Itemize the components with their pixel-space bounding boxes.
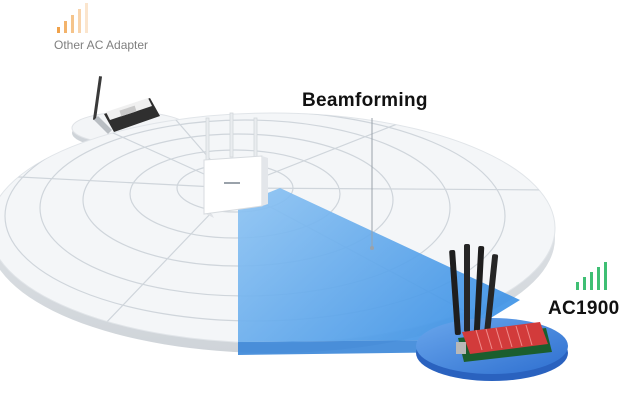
network-adapter-icon (92, 76, 160, 134)
other-adapter-label: Other AC Adapter (54, 38, 149, 52)
signal-bar (64, 21, 67, 33)
signal-bar (597, 267, 600, 290)
ac1900-signal-bars-icon (576, 262, 607, 290)
signal-bar (78, 9, 81, 33)
router-icon (203, 112, 268, 218)
beamforming-pointer-dot (370, 246, 374, 250)
signal-bar (576, 282, 579, 290)
signal-bar (85, 3, 88, 33)
other-adapter-signal-bars-icon (57, 3, 88, 33)
signal-bar (57, 27, 60, 33)
ac1900-adapter-icon (449, 244, 552, 362)
signal-bar (604, 262, 607, 290)
signal-bar (71, 15, 74, 33)
signal-bar (590, 272, 593, 290)
beamforming-label: Beamforming (302, 90, 428, 111)
ac1900-label: AC1900 (548, 298, 620, 319)
signal-bar (583, 277, 586, 290)
beamforming-beam (238, 188, 520, 355)
